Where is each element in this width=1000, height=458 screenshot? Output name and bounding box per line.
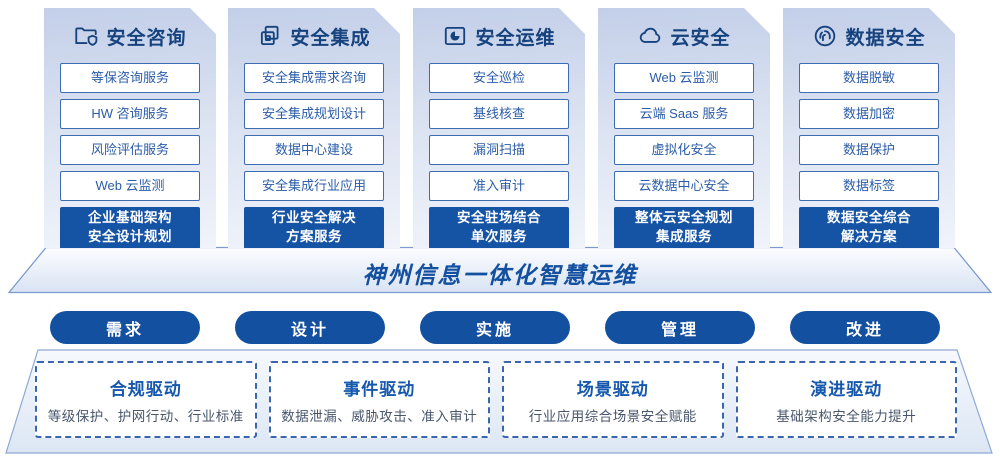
process-pill-design: 设计 (235, 311, 385, 344)
folder-chart-icon (445, 26, 466, 46)
service-item: 数据中心建设 (244, 135, 384, 165)
driver-card-compliance: 合规驱动 等级保护、护网行动、行业标准 (35, 361, 257, 438)
driver-card-row: 合规驱动 等级保护、护网行动、行业标准 事件驱动 数据泄漏、威胁攻击、准入审计 … (35, 361, 957, 438)
service-item: HW 咨询服务 (60, 99, 200, 129)
banner-title: 神州信息一体化智慧运维 (362, 262, 638, 288)
driver-desc: 行业应用综合场景安全赋能 (528, 408, 697, 424)
service-item: 漏洞扫描 (429, 135, 569, 165)
service-item: 安全巡检 (429, 63, 569, 93)
process-pill-row: 需求 设计 实施 管理 改进 (50, 311, 940, 344)
driver-title: 演进驱动 (810, 379, 883, 399)
service-item: 云数据中心安全 (614, 171, 754, 201)
driver-desc: 基础架构安全能力提升 (776, 408, 917, 424)
process-pill-improvement: 改进 (790, 311, 940, 344)
highlight-line: 方案服务 (286, 229, 342, 244)
process-pill-management: 管理 (605, 311, 755, 344)
service-item: 云端 Saas 服务 (614, 99, 754, 129)
service-column-security-operations: 安全运维 安全巡检 基线核查 漏洞扫描 准入审计 安全驻场结合 单次服务 (413, 8, 585, 248)
column-items: 数据脱敏 数据加密 数据保护 数据标签 (783, 51, 955, 201)
service-column-security-integration: 安全集成 安全集成需求咨询 安全集成规划设计 数据中心建设 安全集成行业应用 行… (228, 8, 400, 248)
highlight-line: 安全驻场结合 (457, 210, 541, 226)
folder-shield-icon (75, 27, 98, 46)
highlight-box: 数据安全综合 解决方案 (799, 207, 939, 248)
service-item: 安全集成需求咨询 (244, 63, 384, 93)
highlight-line: 单次服务 (471, 229, 527, 244)
service-item: 数据保护 (799, 135, 939, 165)
column-header: 安全运维 (413, 21, 585, 51)
column-items: 安全集成需求咨询 安全集成规划设计 数据中心建设 安全集成行业应用 (228, 51, 400, 201)
highlight-box: 企业基础架构 安全设计规划 (60, 207, 200, 248)
service-item: 准入审计 (429, 171, 569, 201)
column-title: 数据安全 (845, 27, 926, 49)
service-item: 基线核查 (429, 99, 569, 129)
service-item: 虚拟化安全 (614, 135, 754, 165)
service-item: 安全集成行业应用 (244, 171, 384, 201)
service-column-security-consulting: 安全咨询 等保咨询服务 HW 咨询服务 风险评估服务 Web 云监测 企业基础架… (44, 8, 216, 248)
process-pill-requirements: 需求 (50, 311, 200, 344)
column-title: 安全咨询 (106, 27, 187, 49)
column-title: 安全集成 (290, 27, 371, 49)
service-item: 安全集成规划设计 (244, 99, 384, 129)
driver-card-evolution: 演进驱动 基础架构安全能力提升 (735, 361, 957, 438)
highlight-line: 行业安全解决 (272, 210, 356, 226)
driver-title: 场景驱动 (576, 379, 649, 399)
driver-title: 合规驱动 (109, 379, 182, 399)
highlight-box: 安全驻场结合 单次服务 (429, 207, 569, 248)
service-column-cloud-security: 云安全 Web 云监测 云端 Saas 服务 虚拟化安全 云数据中心安全 整体云… (598, 8, 770, 248)
service-item: Web 云监测 (614, 63, 754, 93)
service-item: 等保咨询服务 (60, 63, 200, 93)
column-title: 安全运维 (475, 27, 556, 49)
highlight-box: 整体云安全规划 集成服务 (614, 207, 754, 248)
highlight-line: 企业基础架构 (88, 210, 172, 226)
highlight-line: 解决方案 (841, 229, 897, 244)
driver-desc: 数据泄漏、威胁攻击、准入审计 (281, 408, 478, 424)
cloud-icon (640, 27, 661, 43)
service-item: 数据加密 (799, 99, 939, 129)
column-header: 云安全 (598, 21, 770, 51)
column-header: 数据安全 (783, 21, 955, 51)
service-column-data-security: 数据安全 数据脱敏 数据加密 数据保护 数据标签 数据安全综合 解决方案 (783, 8, 955, 248)
driver-title: 事件驱动 (343, 379, 416, 399)
highlight-line: 整体云安全规划 (635, 210, 733, 226)
column-header: 安全集成 (228, 21, 400, 51)
driver-desc: 等级保护、护网行动、行业标准 (47, 408, 244, 424)
driver-card-scenario: 场景驱动 行业应用综合场景安全赋能 (502, 361, 724, 438)
service-item: Web 云监测 (60, 171, 200, 201)
highlight-line: 安全设计规划 (88, 229, 172, 244)
highlight-box: 行业安全解决 方案服务 (244, 207, 384, 248)
column-header: 安全咨询 (44, 21, 216, 51)
process-pill-implementation: 实施 (420, 311, 570, 344)
column-items: Web 云监测 云端 Saas 服务 虚拟化安全 云数据中心安全 (598, 51, 770, 201)
driver-card-incident: 事件驱动 数据泄漏、威胁攻击、准入审计 (268, 361, 490, 438)
service-item: 数据脱敏 (799, 63, 939, 93)
fingerprint-icon (815, 25, 836, 47)
highlight-line: 数据安全综合 (827, 210, 911, 226)
service-item: 风险评估服务 (60, 135, 200, 165)
column-items: 安全巡检 基线核查 漏洞扫描 准入审计 (413, 51, 585, 201)
column-items: 等保咨询服务 HW 咨询服务 风险评估服务 Web 云监测 (44, 51, 216, 201)
documents-icon (261, 25, 279, 46)
highlight-line: 集成服务 (656, 229, 712, 244)
service-item: 数据标签 (799, 171, 939, 201)
column-title: 云安全 (670, 27, 731, 49)
